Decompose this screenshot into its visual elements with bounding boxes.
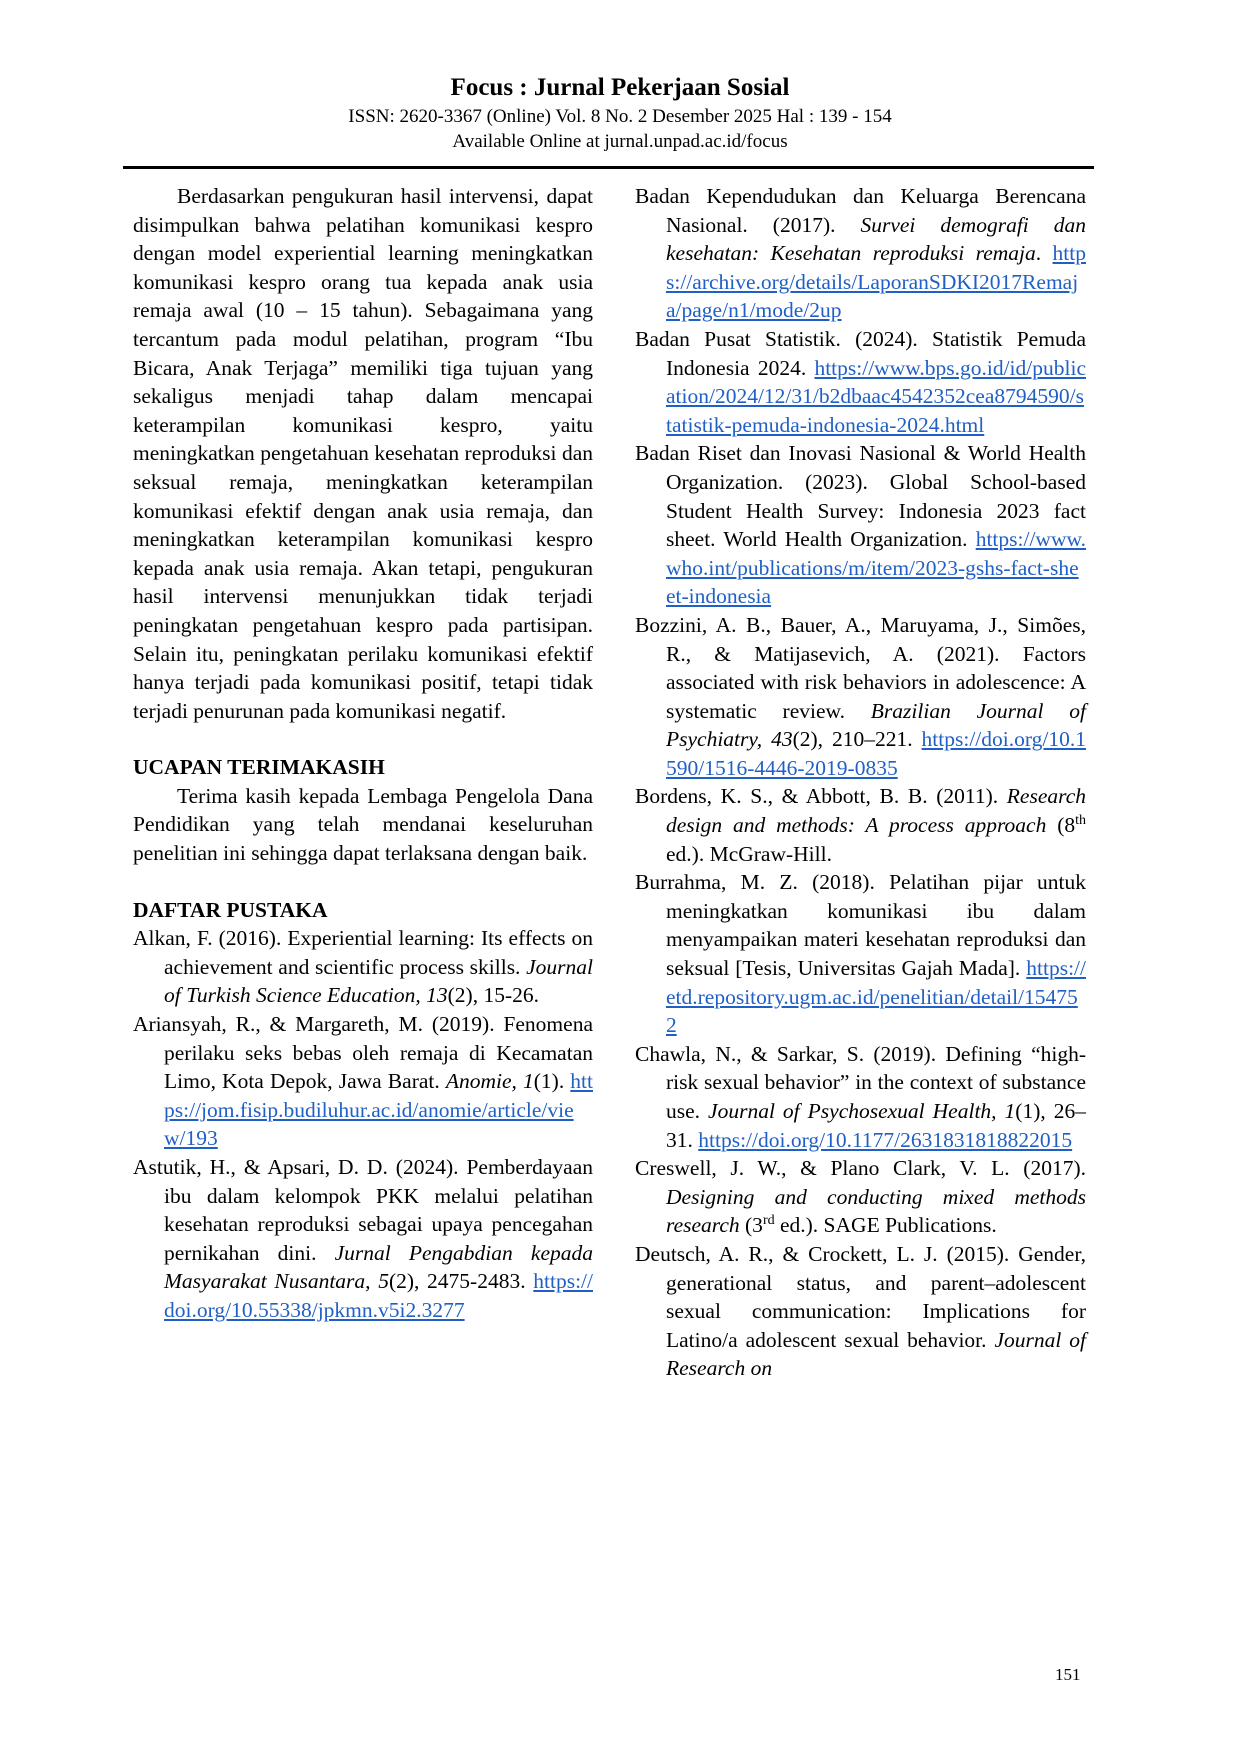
acknowledgement-text: Terima kasih kepada Lembaga Pengelola Da… <box>133 783 593 866</box>
reference-source-title: Journal of Turkish Science Education, 13 <box>164 954 593 1008</box>
reference-entry: Bordens, K. S., & Abbott, B. B. (2011). … <box>635 784 1086 866</box>
references-list-left: Alkan, F. (2016). Experiential learning:… <box>133 924 593 1324</box>
reference-entry: Astutik, H., & Apsari, D. D. (2024). Pem… <box>133 1155 593 1322</box>
reference-link[interactable]: https://doi.org/10.55338/jpkmn.v5i2.3277 <box>164 1269 593 1322</box>
header-divider <box>123 166 1094 169</box>
journal-title: Focus : Jurnal Pekerjaan Sosial <box>450 74 790 101</box>
right-column: Badan Kependudukan dan Keluarga Berencan… <box>635 182 1086 1383</box>
conclusion-paragraph: Berdasarkan pengukuran hasil intervensi,… <box>133 184 593 723</box>
reference-link[interactable]: https://jom.fisip.budiluhur.ac.id/anomie… <box>164 1069 593 1151</box>
reference-link[interactable]: https://www.who.int/publications/m/item/… <box>666 527 1086 609</box>
references-heading: DAFTAR PUSTAKA <box>133 897 328 922</box>
reference-entry: Deutsch, A. R., & Crockett, L. J. (2015)… <box>635 1241 1086 1381</box>
reference-source-title: Brazilian Journal of Psychiatry, 43 <box>666 698 1086 752</box>
reference-source-title: Jurnal Pengabdian kepada Masyarakat Nusa… <box>164 1240 593 1294</box>
reference-source-title: Anomie, 1 <box>445 1069 534 1094</box>
reference-entry: Burrahma, M. Z. (2018). Pelatihan pijar … <box>635 870 1086 1038</box>
reference-entry: Alkan, F. (2016). Experiential learning:… <box>133 926 593 1008</box>
reference-source-title: Designing and conducting mixed methods r… <box>666 1184 1086 1238</box>
reference-link[interactable]: https://www.bps.go.id/id/publication/202… <box>666 355 1086 437</box>
reference-link[interactable]: https://etd.repository.ugm.ac.id/penelit… <box>666 956 1086 1038</box>
reference-entry: Badan Kependudukan dan Keluarga Berencan… <box>635 184 1086 323</box>
reference-link[interactable]: https://archive.org/details/LaporanSDKI2… <box>666 241 1086 323</box>
page-header: Focus : Jurnal Pekerjaan Sosial ISSN: 26… <box>0 72 1240 154</box>
reference-source-title: Research design and methods: A process a… <box>666 784 1086 838</box>
reference-entry: Bozzini, A. B., Bauer, A., Maruyama, J.,… <box>635 612 1086 780</box>
references-list-right: Badan Kependudukan dan Keluarga Berencan… <box>635 182 1086 1383</box>
reference-link[interactable]: https://doi.org/10.1177/2631831818822015 <box>698 1127 1073 1152</box>
acknowledgement-heading: UCAPAN TERIMAKASIH <box>133 755 385 780</box>
reference-source-title: Survei demografi dan kesehatan: Kesehata… <box>666 212 1086 266</box>
reference-entry: Chawla, N., & Sarkar, S. (2019). Definin… <box>635 1041 1086 1152</box>
reference-entry: Ariansyah, R., & Margareth, M. (2019). F… <box>133 1012 593 1151</box>
left-column: Berdasarkan pengukuran hasil intervensi,… <box>133 182 593 1325</box>
reference-source-title: Journal of Research on <box>666 1327 1086 1381</box>
page-number: 151 <box>1055 1665 1081 1684</box>
reference-entry: Badan Pusat Statistik. (2024). Statistik… <box>635 326 1086 437</box>
reference-entry: Badan Riset dan Inovasi Nasional & World… <box>635 441 1086 609</box>
reference-link[interactable]: https://doi.org/10.1590/1516-4446-2019-0… <box>666 727 1086 780</box>
reference-entry: Creswell, J. W., & Plano Clark, V. L. (2… <box>635 1156 1086 1238</box>
issn-line: ISSN: 2620-3367 (Online) Vol. 8 No. 2 De… <box>348 106 892 127</box>
reference-source-title: Journal of Psychosexual Health, 1 <box>708 1099 1016 1123</box>
available-online-line: Available Online at jurnal.unpad.ac.id/f… <box>452 131 788 152</box>
